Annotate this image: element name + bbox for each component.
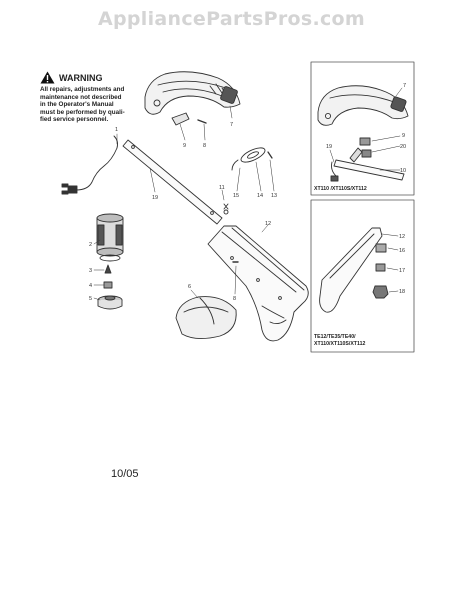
hardware-part xyxy=(223,203,229,215)
shaft-tube-part xyxy=(122,139,223,225)
screw-part xyxy=(197,119,207,124)
inset-box-te xyxy=(310,199,415,353)
screw-part xyxy=(267,151,273,159)
warning-title: WARNING xyxy=(59,72,103,83)
motor-part xyxy=(96,213,124,262)
inset-clip-part xyxy=(375,243,387,253)
inset-knob-part xyxy=(372,285,389,299)
warning-note: WARNING All repairs, adjustments and mai… xyxy=(40,71,158,124)
drive-nut-part xyxy=(103,281,113,289)
callout-8: 8 xyxy=(233,296,236,302)
upper-housing-part xyxy=(144,71,241,115)
callout-14: 14 xyxy=(257,193,263,199)
callout-3: 3 xyxy=(89,268,92,274)
callout-11: 11 xyxy=(219,185,225,191)
inset-te-labels: 12 16 17 18 TE12/TE35/TE40/ XT110/XT110S… xyxy=(314,234,405,347)
callout-12: 12 xyxy=(265,221,271,227)
inset-shaft-part xyxy=(333,147,405,181)
callout-7: 7 xyxy=(230,122,233,128)
lower-housing-part xyxy=(207,225,309,342)
inset-box-xt xyxy=(310,61,415,196)
inset-switch-part xyxy=(359,137,372,158)
revision-date: 10/05 xyxy=(111,468,139,480)
washer-part xyxy=(104,264,112,274)
warning-line: in the Operator's Manual xyxy=(40,101,114,109)
warning-line: must be performed by quali- xyxy=(40,108,125,116)
leader-lines xyxy=(93,105,275,301)
callout-labels: 1 2 3 4 5 6 7 8 8 9 19 11 12 13 14 15 xyxy=(89,122,277,302)
warning-heading: WARNING xyxy=(40,71,158,84)
callout-5: 5 xyxy=(89,296,92,302)
callout-10: 10 xyxy=(400,168,406,174)
warning-line: fied service personnel. xyxy=(40,116,109,124)
callout-8: 8 xyxy=(203,143,206,149)
inset-lower-housing-part xyxy=(319,227,383,313)
callout-4: 4 xyxy=(89,283,92,289)
callout-18: 18 xyxy=(399,289,405,295)
callout-12: 12 xyxy=(399,234,405,240)
callout-19: 19 xyxy=(326,144,332,150)
callout-9: 9 xyxy=(402,133,405,139)
callout-9: 9 xyxy=(183,143,186,149)
watermark: AppliancePartsPros.com xyxy=(97,8,365,30)
spool-part xyxy=(97,295,123,310)
warning-line: maintenance not described xyxy=(40,93,122,101)
callout-16: 16 xyxy=(399,248,405,254)
inset-wire-part xyxy=(330,161,339,182)
trigger-part xyxy=(171,112,190,126)
callout-13: 13 xyxy=(271,193,277,199)
cord-retainer-part xyxy=(231,147,266,171)
inset-xt-labels: 7 9 20 10 19 XT110 /XT110S/XT112 xyxy=(314,83,406,192)
callout-15: 15 xyxy=(233,193,239,199)
callout-7: 7 xyxy=(403,83,406,89)
inset-xt-caption: XT110 /XT110S/XT112 xyxy=(314,186,367,192)
power-cord-part xyxy=(61,135,119,195)
warning-triangle-icon xyxy=(40,71,55,84)
warning-text: All repairs, adjustments and maintenance… xyxy=(40,86,158,124)
callout-2: 2 xyxy=(89,242,92,248)
callout-19: 19 xyxy=(152,195,158,201)
guard-part xyxy=(175,296,237,339)
callout-20: 20 xyxy=(400,144,406,150)
inset-te-caption-line2: XT110/XT110S/XT112 xyxy=(314,341,365,347)
warning-line: All repairs, adjustments and xyxy=(40,86,125,93)
inset-clip-part xyxy=(375,263,386,272)
callout-1: 1 xyxy=(115,127,118,133)
callout-17: 17 xyxy=(399,268,405,274)
inset-te-caption-line1: TE12/TE35/TE40/ xyxy=(314,334,356,340)
inset-upper-housing-part xyxy=(317,85,409,126)
callout-6: 6 xyxy=(188,284,191,290)
